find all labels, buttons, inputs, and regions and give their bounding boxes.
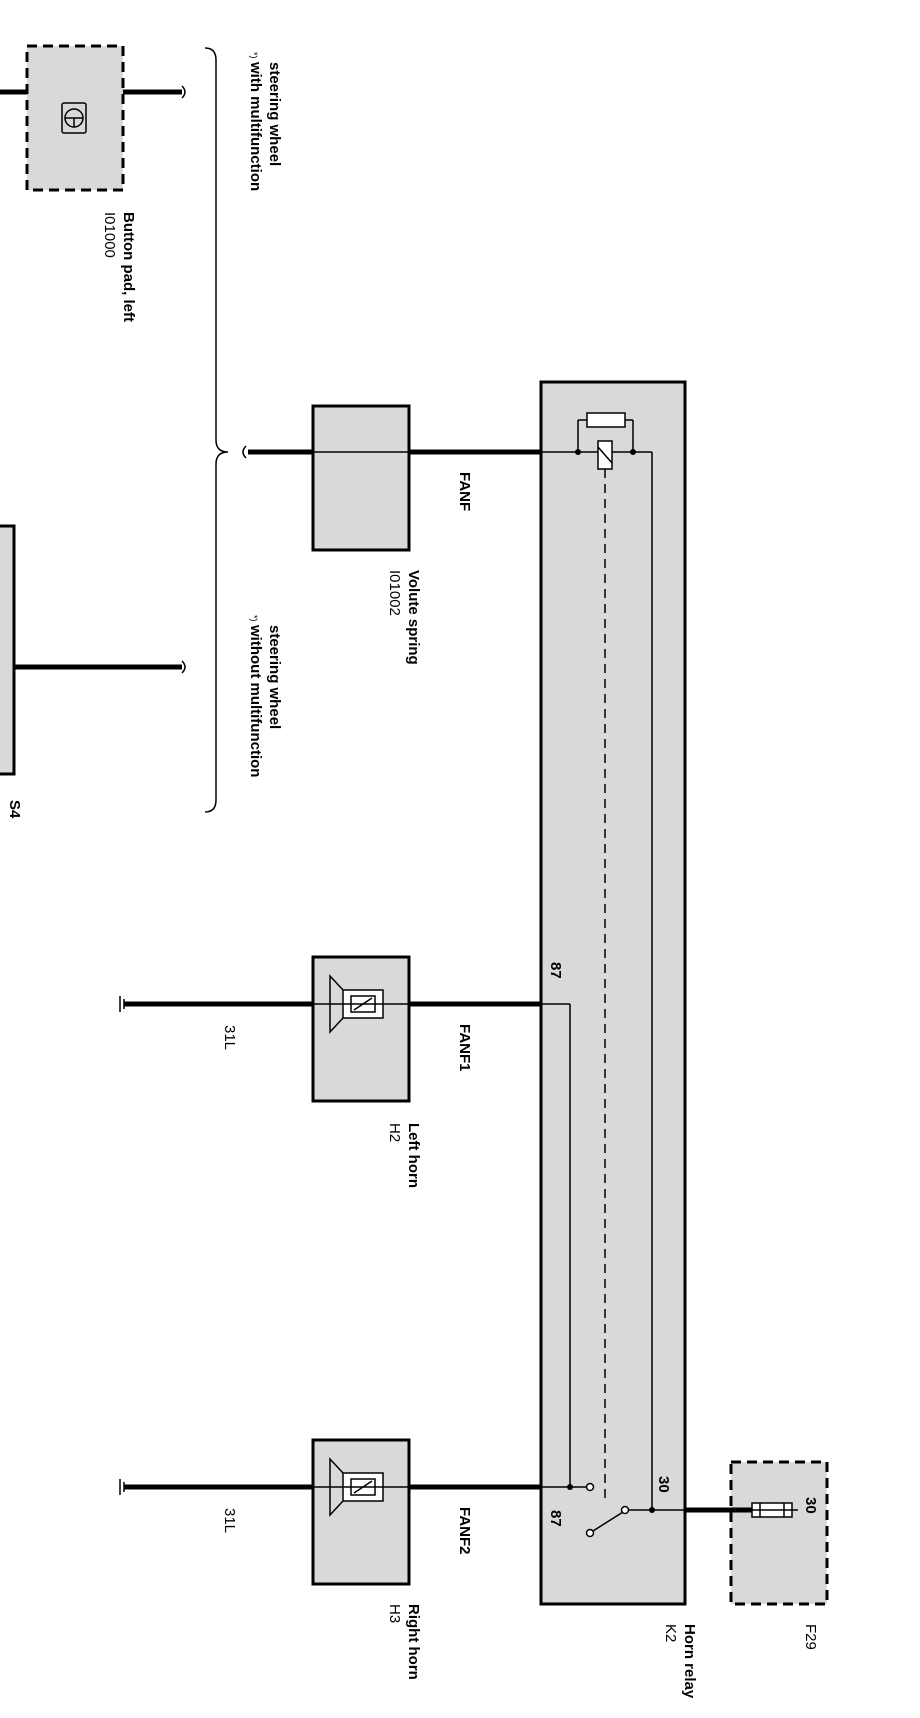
relay-pin-87-right: 87 [547,1510,564,1527]
button-pad-labels: I01000 Button pad, left [101,212,137,322]
left-horn-name: Left horn [405,1123,422,1188]
horn-relay-labels: K2 Horn relay [662,1624,698,1699]
left-horn-labels: H2 Left horn [386,1123,422,1188]
volute-spring-component [242,404,541,552]
right-horn-code: H3 [386,1604,403,1623]
ground-label-left: 31L [221,1025,238,1050]
partial-switch-code: S4 [6,800,23,819]
variant-brace [204,47,229,813]
variant-with-line2: steering wheel [266,62,283,166]
partial-switch-component: S4 [0,524,186,819]
horn-relay-code: K2 [662,1624,679,1642]
ground-label-right: 31L [221,1508,238,1533]
volute-spring-labels: I01002 Volute spring [386,570,422,665]
left-horn-component [119,955,541,1103]
variant-marker: *) [249,615,259,622]
variant-without-line1: without multifunction [247,624,264,777]
variant-marker: *) [249,52,259,59]
wire-fanf2-label: FANF2 [456,1507,473,1555]
button-pad-code: I01000 [101,212,118,258]
fuse-pin-30: 30 [802,1497,819,1514]
horn-relay-component [539,380,731,1606]
variant-with-line1: with multifunction [247,61,264,191]
wire-fanf1-label: FANF1 [456,1024,473,1072]
relay-pin-87-left: 87 [547,962,564,979]
fuse-code: F29 [802,1624,819,1650]
fuse-component: 30 F29 [729,1460,829,1650]
right-horn-labels: H3 Right horn [386,1604,422,1680]
variant-without-line2: steering wheel [266,625,283,729]
right-horn-name: Right horn [405,1604,422,1680]
right-horn-component [119,1438,541,1586]
left-horn-code: H2 [386,1123,403,1142]
wire-fanf-label: FANF [456,472,473,511]
variant-with-mfl: *) with multifunction steering wheel [247,52,283,191]
volute-spring-code: I01002 [386,570,403,616]
relay-pin-30: 30 [655,1476,672,1493]
button-pad-component [0,44,186,192]
button-pad-name: Button pad, left [120,212,137,322]
horn-relay-name: Horn relay [681,1624,698,1699]
variant-without-mfl: *) without multifunction steering wheel [247,615,283,777]
volute-spring-name: Volute spring [405,570,422,665]
horn-relay-pins: 87 87 30 [547,962,672,1527]
